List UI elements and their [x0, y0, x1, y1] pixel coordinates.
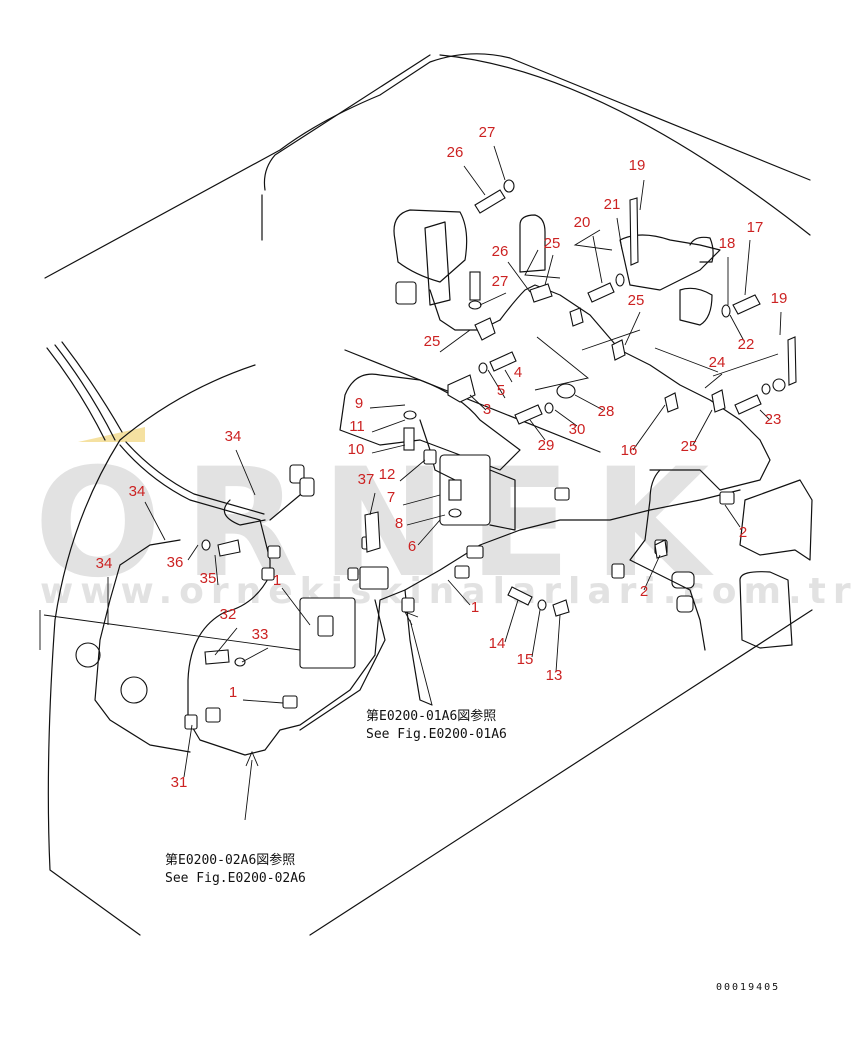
callout-19[interactable]: 19 — [629, 157, 646, 174]
callout-33[interactable]: 33 — [252, 626, 269, 643]
callout-3[interactable]: 3 — [483, 401, 491, 418]
callout-1[interactable]: 1 — [229, 684, 237, 701]
callout-25[interactable]: 25 — [628, 292, 645, 309]
engine-components — [75, 209, 813, 704]
callout-22[interactable]: 22 — [738, 336, 755, 353]
callout-2[interactable]: 2 — [640, 583, 648, 600]
callout-4[interactable]: 4 — [514, 364, 522, 381]
callout-12[interactable]: 12 — [379, 466, 396, 483]
callout-28[interactable]: 28 — [598, 403, 615, 420]
callout-10[interactable]: 10 — [348, 441, 365, 458]
callout-14[interactable]: 14 — [489, 635, 506, 652]
document-number: 00019405 — [716, 982, 780, 993]
callout-17[interactable]: 17 — [747, 219, 764, 236]
callout-5[interactable]: 5 — [497, 382, 505, 399]
callout-25[interactable]: 25 — [544, 235, 561, 252]
callout-27[interactable]: 27 — [492, 273, 509, 290]
callout-37[interactable]: 37 — [358, 471, 375, 488]
callout-20[interactable]: 20 — [574, 214, 591, 231]
callout-25[interactable]: 25 — [681, 438, 698, 455]
callout-34[interactable]: 34 — [96, 555, 113, 572]
callout-26[interactable]: 26 — [447, 144, 464, 161]
figure-reference-1-jp: 第E0200-01A6図参照 — [366, 708, 496, 724]
figure-reference-1[interactable]: 第E0200-01A6図参照 See Fig.E0200-01A6 — [366, 708, 507, 742]
callout-32[interactable]: 32 — [220, 606, 237, 623]
callout-25[interactable]: 25 — [424, 333, 441, 350]
callout-35[interactable]: 35 — [200, 570, 217, 587]
callout-24[interactable]: 24 — [709, 354, 726, 371]
hardware-parts — [201, 179, 797, 667]
callout-1[interactable]: 1 — [273, 572, 281, 589]
callout-36[interactable]: 36 — [167, 554, 184, 571]
callout-30[interactable]: 30 — [569, 421, 586, 438]
callout-1[interactable]: 1 — [471, 599, 479, 616]
cab-outline — [39, 53, 813, 936]
callout-26[interactable]: 26 — [492, 243, 509, 260]
callout-13[interactable]: 13 — [546, 667, 563, 684]
callout-23[interactable]: 23 — [765, 411, 782, 428]
callout-16[interactable]: 16 — [621, 442, 638, 459]
callout-15[interactable]: 15 — [517, 651, 534, 668]
callout-8[interactable]: 8 — [395, 515, 403, 532]
figure-reference-1-en: See Fig.E0200-01A6 — [366, 727, 507, 742]
callout-34[interactable]: 34 — [129, 483, 146, 500]
figure-reference-2-en: See Fig.E0200-02A6 — [165, 871, 306, 886]
leader-lines — [107, 145, 782, 821]
callout-2[interactable]: 2 — [739, 524, 747, 541]
callout-19[interactable]: 19 — [771, 290, 788, 307]
callout-9[interactable]: 9 — [355, 395, 363, 412]
callout-18[interactable]: 18 — [719, 235, 736, 252]
callout-7[interactable]: 7 — [387, 489, 395, 506]
callout-31[interactable]: 31 — [171, 774, 188, 791]
callout-21[interactable]: 21 — [604, 196, 621, 213]
watermark-url: www.ornekiskinalarlari.com.tr — [40, 571, 854, 612]
callout-11[interactable]: 11 — [349, 418, 365, 435]
callout-34[interactable]: 34 — [225, 428, 242, 445]
callout-29[interactable]: 29 — [538, 437, 555, 454]
figure-reference-2[interactable]: 第E0200-02A6図参照 See Fig.E0200-02A6 — [165, 852, 306, 886]
figure-reference-2-jp: 第E0200-02A6図参照 — [165, 852, 295, 868]
callout-27[interactable]: 27 — [479, 124, 496, 141]
callout-6[interactable]: 6 — [408, 538, 416, 555]
watermark-accent-icon — [78, 427, 145, 442]
